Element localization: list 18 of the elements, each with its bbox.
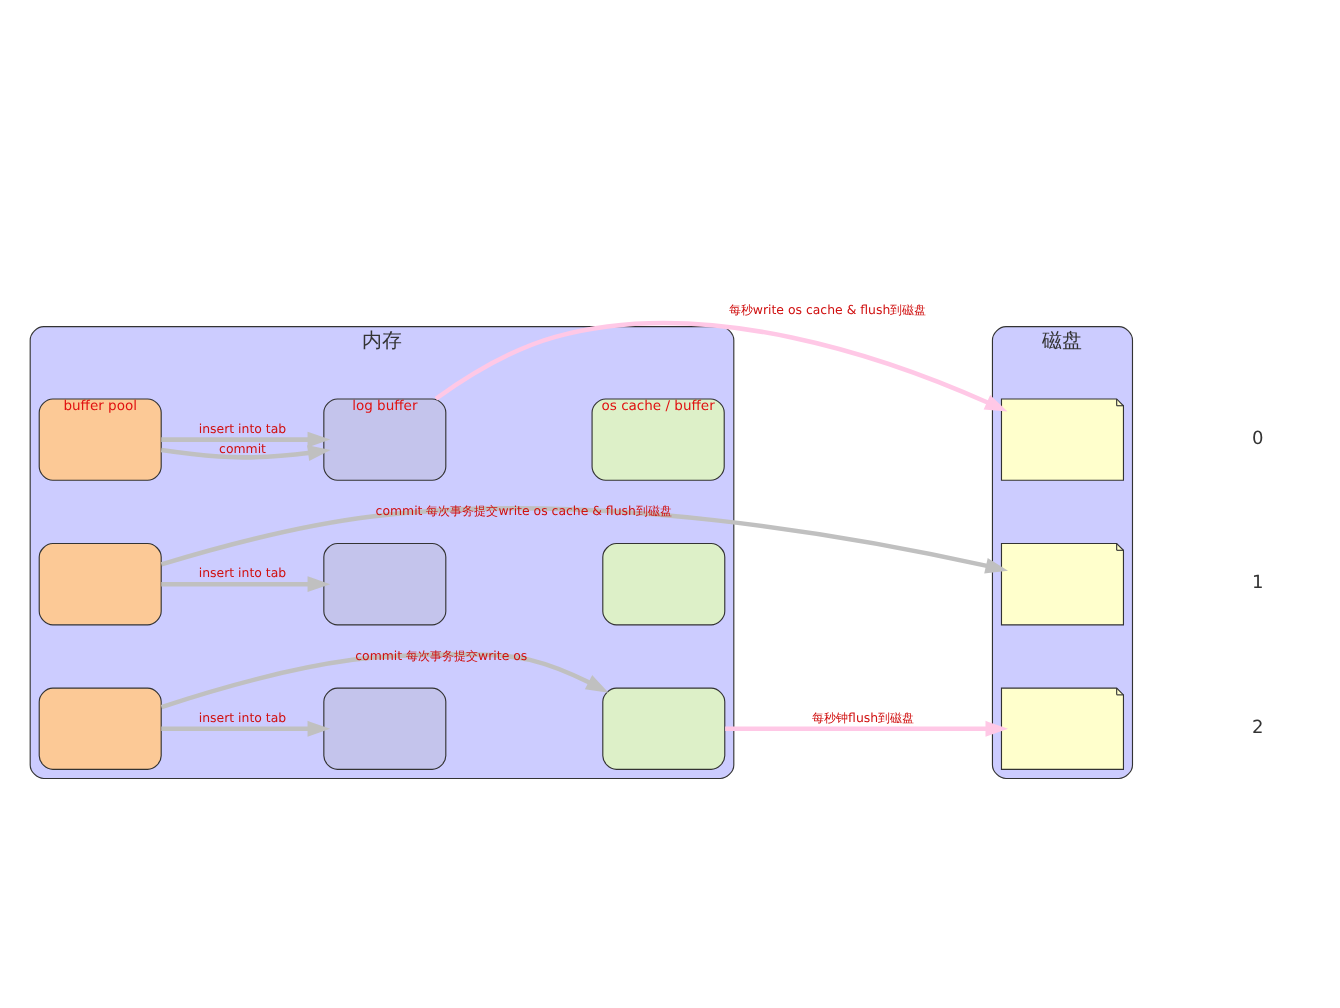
node-box bbox=[323, 687, 447, 770]
arrow bbox=[161, 720, 331, 737]
node-box bbox=[602, 542, 726, 626]
node-box bbox=[38, 687, 162, 770]
label: 2 bbox=[1252, 719, 1264, 740]
node-box bbox=[38, 542, 162, 626]
label: 0 bbox=[1252, 429, 1264, 450]
label: 1 bbox=[1252, 574, 1264, 595]
node-box bbox=[602, 687, 726, 770]
arrow bbox=[160, 506, 1009, 574]
arrow bbox=[160, 445, 331, 461]
arrow bbox=[161, 431, 331, 448]
arrow bbox=[160, 652, 609, 710]
arrow bbox=[434, 320, 1008, 412]
node-box bbox=[323, 542, 447, 626]
arrow bbox=[161, 576, 331, 593]
arrow bbox=[725, 720, 1009, 737]
cluster: 磁盘 bbox=[991, 326, 1134, 779]
